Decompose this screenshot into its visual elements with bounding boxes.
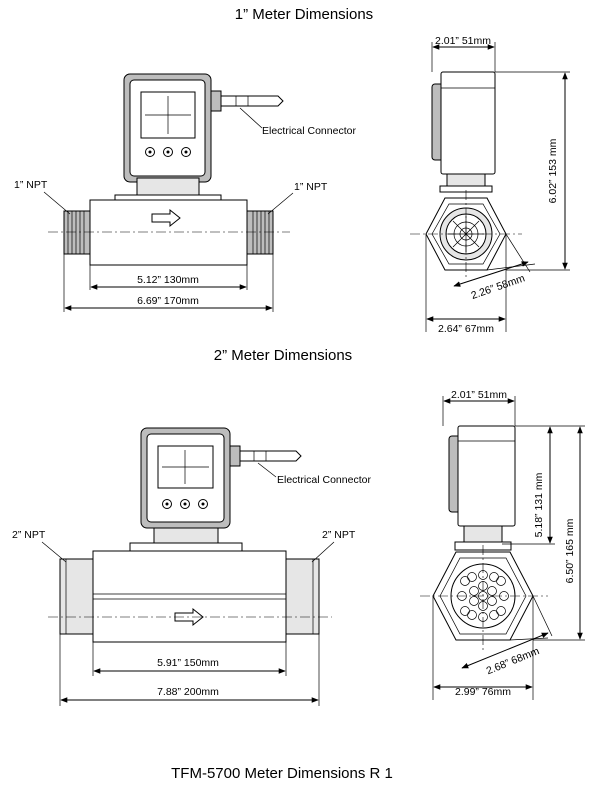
title-2-inch: 2” Meter Dimensions: [214, 347, 352, 364]
flow-arrow: [151, 208, 181, 228]
right-npt-label: 1” NPT: [294, 181, 328, 193]
height-dim: 6.02” 153 mm: [547, 138, 559, 203]
hex-width-dim: 2.99” 76mm: [455, 686, 511, 698]
body-length-dim: 5.91” 150mm: [157, 657, 219, 669]
connector-plug: [210, 90, 222, 112]
meter-body: [89, 199, 248, 266]
connector-label: Electrical Connector: [262, 125, 356, 137]
left-fitting: [59, 558, 94, 635]
footer-title: TFM-5700 Meter Dimensions R 1: [171, 765, 393, 782]
height-dim: 6.50” 165 mm: [564, 518, 576, 583]
connector-label: Electrical Connector: [277, 474, 371, 486]
side-width-dim: 2.01” 51mm: [451, 389, 507, 401]
body-length-dim: 5.12” 130mm: [137, 274, 199, 286]
meter-body: [92, 550, 287, 643]
overall-length-dim: 6.69” 170mm: [137, 295, 199, 307]
side-view-1-inch: 2.01” 51mm 6.02” 153 mm 2.26” 58mm 2.: [410, 35, 570, 335]
left-npt-label: 2” NPT: [12, 529, 46, 541]
side-view-2-inch: 2.01” 51mm 5.18” 131 mm: [420, 389, 585, 700]
hex-flats-dim: 2.26” 58mm: [470, 272, 527, 302]
overall-length-dim: 7.88” 200mm: [157, 686, 219, 698]
front-view-2-inch: Electrical Connector 2” NPT 2” NPT 5.91”…: [12, 427, 371, 706]
display-housing-side: [440, 71, 496, 175]
front-view-1-inch: Electrical Connector 1” NPT 1” NPT 5.12”…: [14, 73, 356, 312]
hex-width-dim: 2.64” 67mm: [438, 323, 494, 335]
upper-height-dim: 5.18” 131 mm: [533, 472, 545, 537]
side-width-dim: 2.01” 51mm: [435, 35, 491, 47]
title-1-inch: 1” Meter Dimensions: [235, 6, 373, 23]
right-fitting: [285, 558, 320, 635]
right-npt-label: 2” NPT: [322, 529, 356, 541]
connector-plug: [229, 445, 241, 467]
left-npt-label: 1” NPT: [14, 179, 48, 191]
